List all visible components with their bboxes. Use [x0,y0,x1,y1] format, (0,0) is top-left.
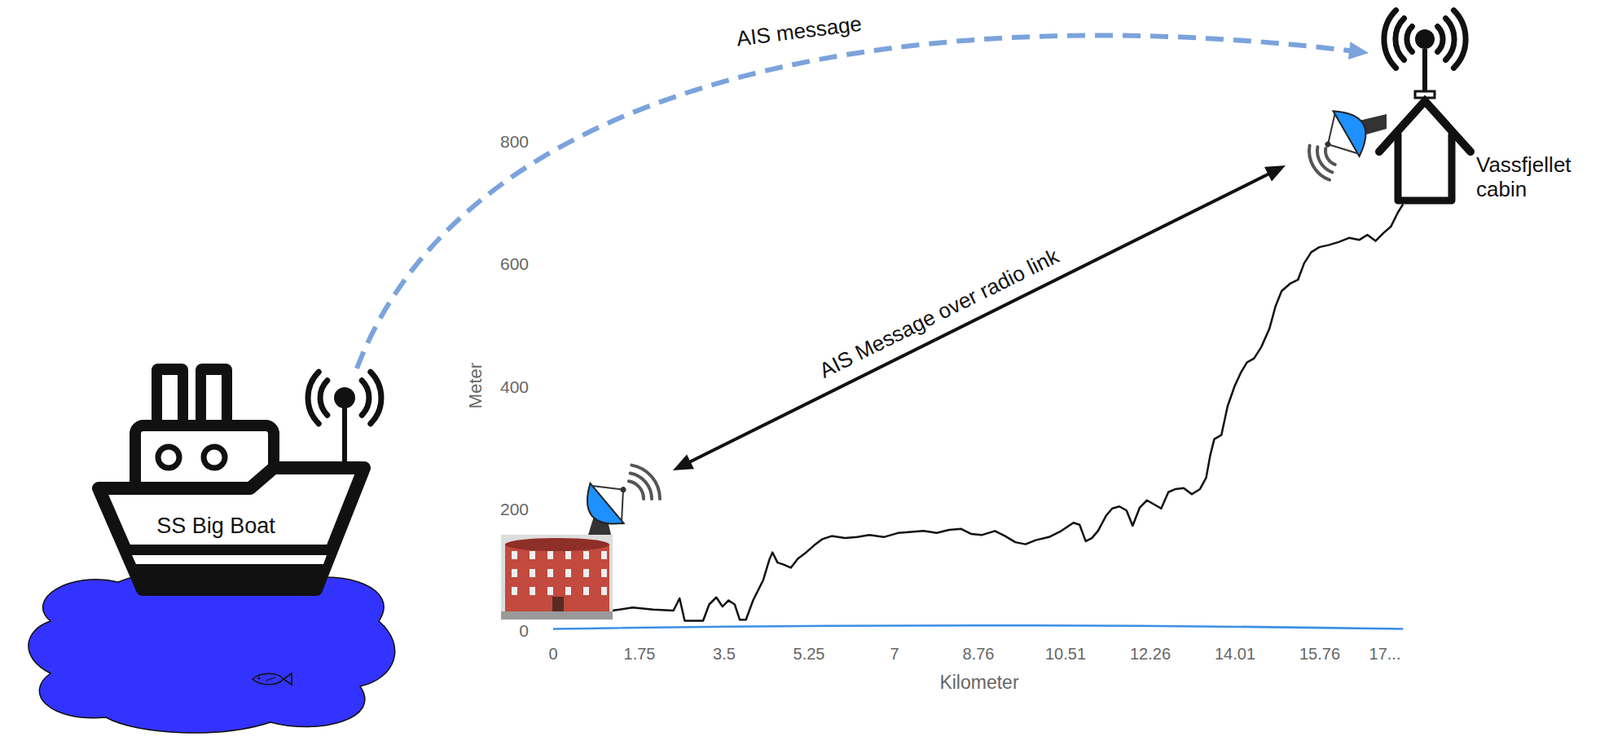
antenna-ball [334,386,356,409]
axis-title: Kilometer [939,671,1019,693]
tower-roof [505,537,610,551]
fish-line [265,676,276,681]
hull-band [122,544,337,590]
link-label: AIS Message over radio link [815,243,1063,383]
arrow-head [1348,41,1369,60]
chimney [195,363,233,426]
axis-tick-holder: 3.5 [712,644,736,664]
elevation-chart [553,204,1403,629]
tower-dish [575,465,660,537]
photo-ground [501,610,613,620]
radio-link-arrow [672,165,1286,471]
chimney-slot [206,374,222,426]
dish-bowl [575,483,625,536]
boat-hull [98,467,365,590]
fish-eye [258,676,261,680]
tower-photo [501,534,613,620]
dish-waves [628,465,660,499]
axis-tick: 600 [500,254,529,273]
axis-tick-holder: 7 [889,644,899,664]
axis-tick: 0 [518,620,529,640]
antenna-ball [1415,29,1435,49]
axis-tick-holder: 600 [500,254,529,274]
boat-node: SS Big Boat [96,368,392,591]
axis-tick-holder: 14.01 [1214,644,1256,664]
dish-feed-point [619,485,628,494]
cabin-name: Vassfjellet cabin [1476,153,1591,203]
axis-tick-holder: 8.76 [962,644,995,664]
fish-icon [252,672,292,685]
arrow-head [672,453,695,471]
tower-wall [505,544,610,611]
radio-waves [1384,10,1466,69]
elevation-profile [612,204,1404,621]
porthole [203,446,225,468]
ship-name-holder: SS Big Boat [156,513,276,539]
axis-tick: 8.76 [962,644,995,663]
tower-windows [508,550,608,602]
axis-tick: 3.5 [712,644,736,663]
edge-label-holder: AIS message [731,11,866,52]
axis-tick: 15.76 [1299,644,1341,663]
cabin-illustration [1379,10,1471,201]
chimney-slot [162,374,178,426]
axis-tick-holder: 17... [1369,644,1402,664]
dish-waves [1309,145,1336,180]
antenna-mast [342,400,348,475]
cabin-dish [1309,101,1387,180]
axis-title: Meter [465,362,486,409]
axis-tick-holder: 12.26 [1129,644,1171,664]
ship-name: SS Big Boat [156,513,276,538]
axis-tick-holder: 200 [500,499,529,519]
photo-sky [501,534,613,620]
axis-tick-holder: 800 [500,131,529,152]
axis-tick: 5.25 [793,644,826,663]
tower-door [552,596,564,611]
chimney [151,363,189,426]
axis-tick: 200 [500,499,529,519]
link-label-holder: AIS Message over radio link [815,244,1063,384]
axis-tick-holder: 0 [548,644,558,664]
axis-tick-holder: 15.76 [1299,644,1341,664]
axis-tick: 17... [1369,644,1402,663]
fish-body [252,672,292,685]
cabin-node: Vassfjellet cabin [1368,4,1596,208]
axis-tick: 7 [889,644,899,663]
house-roof [1379,101,1471,152]
dish-feed [1316,114,1359,164]
axis-title-holder: Kilometer [939,671,1019,693]
radio-link-line [688,173,1271,463]
house-walls [1397,134,1452,201]
axis-tick: 14.01 [1214,644,1256,663]
axis-tick: 10.51 [1045,644,1086,663]
arrow-head [1264,165,1286,182]
porthole [158,446,180,468]
edge-label: AIS message [731,10,866,52]
dish-feed [592,471,638,521]
axis-tick-holder: 400 [500,377,529,397]
baseline [553,624,1403,629]
axis-tick-holder: 10.51 [1045,644,1086,664]
axis-tick: 800 [500,131,529,151]
axis-tick-holder: 5.25 [793,644,826,664]
axis-tick: 1.75 [624,644,656,663]
radio-waves [307,371,382,424]
boat-illustration [98,363,382,590]
cabin-name-holder: Vassfjellet cabin [1476,153,1591,203]
dashed-curve [356,35,1354,369]
hull-stripe [131,554,327,564]
axis-tick: 400 [500,377,529,396]
ais-connector [356,35,1369,369]
axis-tick-holder: 0 [518,620,529,641]
axis-tick: 12.26 [1129,644,1171,663]
axis-tick-holder: 1.75 [624,644,656,664]
cabin-mast [1422,48,1428,93]
axis-tick: 0 [548,644,558,663]
axis-title-holder: Meter [465,362,486,409]
